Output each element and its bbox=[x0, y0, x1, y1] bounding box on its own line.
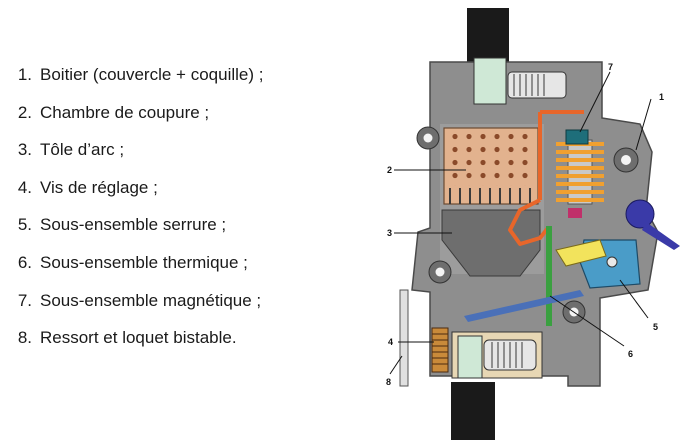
callout-5: 5 bbox=[653, 322, 658, 332]
legend-number: 2. bbox=[17, 102, 32, 122]
legend-item-3: 3. Tôle d’arc ; bbox=[0, 131, 263, 169]
legend-number: 8. bbox=[17, 328, 32, 348]
legend-item-5: 5. Sous-ensemble serrure ; bbox=[0, 206, 263, 244]
arc-chamber-holes bbox=[448, 134, 534, 186]
magnetic-coil-core bbox=[567, 139, 593, 205]
callout-4: 4 bbox=[388, 337, 393, 347]
legend-item-1: 1. Boitier (couvercle + coquille) ; bbox=[0, 56, 264, 94]
legend-number: 3. bbox=[17, 140, 32, 160]
legend-text: Sous-ensemble serrure ; bbox=[40, 215, 227, 235]
legend-number: 1. bbox=[17, 65, 32, 84]
legend-number: 5. bbox=[17, 215, 32, 235]
spring-latch bbox=[399, 289, 409, 387]
contact-blade bbox=[464, 290, 584, 322]
callout-6: 6 bbox=[628, 349, 633, 359]
bimetal-strip bbox=[546, 226, 552, 326]
top-terminal bbox=[473, 57, 507, 105]
housing-boss-right-hole bbox=[621, 155, 631, 165]
callout-2: 2 bbox=[387, 165, 392, 175]
callout-8: 8 bbox=[386, 377, 391, 387]
legend-number: 4. bbox=[17, 177, 32, 197]
callout-leaders bbox=[389, 71, 652, 375]
legend-item-8: 8. Ressort et loquet bistable. bbox=[0, 319, 263, 357]
legend-text: Sous-ensemble magnétique ; bbox=[40, 290, 262, 310]
legend-item-6: 6. Sous-ensemble thermique ; bbox=[0, 244, 263, 282]
mechanism-pivot bbox=[606, 256, 618, 268]
bottom-wire-lead bbox=[451, 382, 495, 440]
magnetic-coil-windings bbox=[556, 142, 604, 202]
legend-text: Boitier (couvercle + coquille) ; bbox=[40, 65, 264, 84]
legend-number: 6. bbox=[17, 252, 32, 272]
legend-text: Chambre de coupure ; bbox=[40, 102, 210, 122]
legend-text: Ressort et loquet bistable. bbox=[40, 328, 237, 348]
coil-plunger bbox=[568, 208, 582, 218]
legend-item-4: 4. Vis de réglage ; bbox=[0, 169, 263, 207]
callout-7: 7 bbox=[608, 62, 613, 72]
coil-cap bbox=[565, 129, 589, 145]
top-terminal-screw bbox=[507, 71, 567, 99]
component-legend: 1. Boitier (couvercle + coquille) ; 2. Cha… bbox=[0, 56, 264, 357]
conductor-path bbox=[508, 110, 584, 246]
housing-boss-top-hole bbox=[423, 133, 433, 143]
arc-plate bbox=[441, 209, 541, 277]
legend-text: Sous-ensemble thermique ; bbox=[40, 252, 248, 272]
legend-item-2: 2. Chambre de coupure ; bbox=[0, 94, 263, 132]
bottom-terminal-clamp bbox=[457, 335, 483, 379]
toggle-handle bbox=[625, 199, 655, 229]
legend-text: Vis de réglage ; bbox=[40, 177, 158, 197]
latch-yellow bbox=[555, 239, 607, 267]
legend-text: Tôle d’arc ; bbox=[40, 140, 125, 160]
callout-1: 1 bbox=[659, 92, 664, 102]
legend-item-7: 7. Sous-ensemble magnétique ; bbox=[0, 282, 263, 320]
legend-number: 7. bbox=[17, 290, 32, 310]
toggle-lever bbox=[642, 222, 680, 250]
adjustment-screw bbox=[431, 327, 449, 373]
callout-3: 3 bbox=[387, 228, 392, 238]
housing-boss-mid-hole bbox=[435, 267, 445, 277]
arc-splitter-plates bbox=[449, 188, 531, 204]
